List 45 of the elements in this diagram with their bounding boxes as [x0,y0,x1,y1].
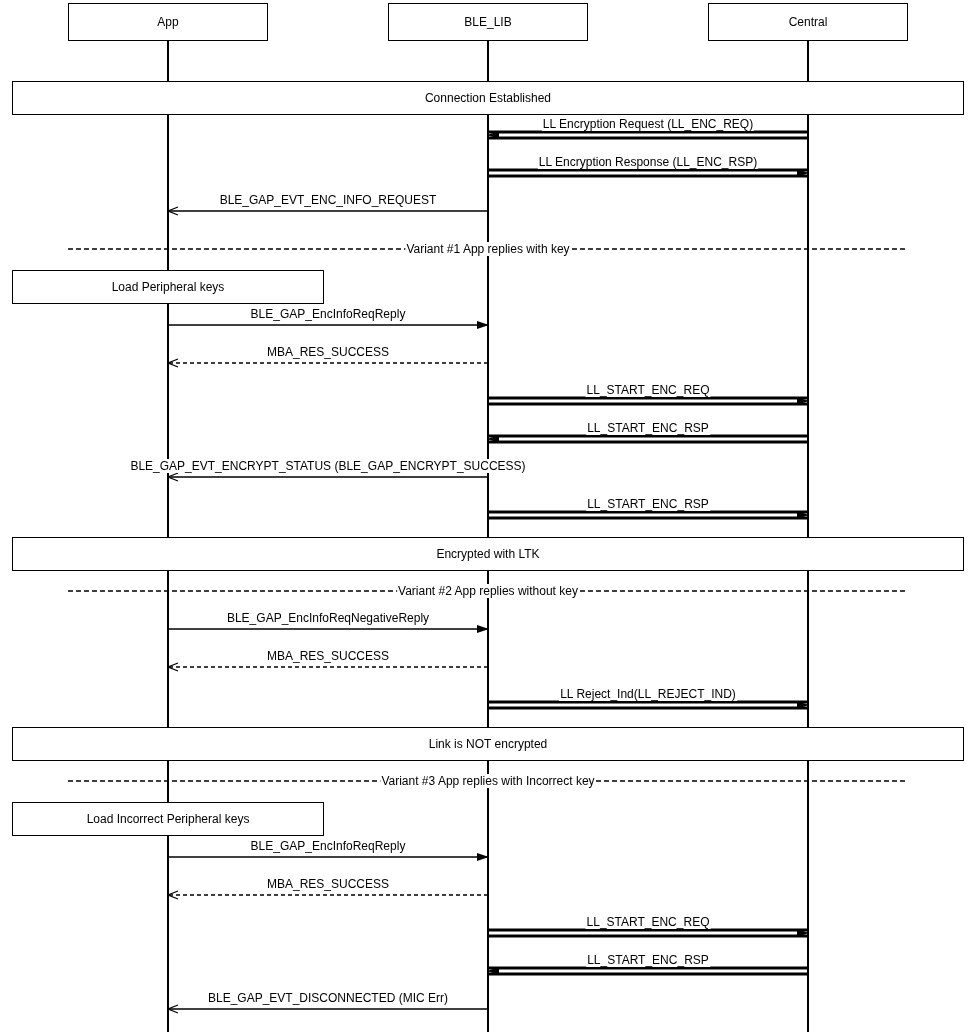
message-label: LL_START_ENC_RSP [586,953,710,967]
message-label: LL_START_ENC_REQ [585,915,711,929]
arrow [167,853,489,861]
arrow [486,700,810,710]
participant-box: BLE_LIB [388,3,588,41]
message-label: LL_START_ENC_REQ [585,383,711,397]
section-label: Variant #3 App replies with Incorrect key [380,774,596,788]
arrow [167,321,489,329]
message-label: BLE_GAP_EVT_DISCONNECTED (MIC Err) [207,991,449,1005]
arrow [167,1004,489,1014]
message-label: LL_START_ENC_RSP [586,497,710,511]
message-label: LL Encryption Request (LL_ENC_REQ) [541,117,755,131]
arrow [486,434,810,444]
message-label: BLE_GAP_EncInfoReqReply [249,839,407,853]
note-box: Load Peripheral keys [12,270,324,304]
arrow [486,396,810,406]
message-label: LL Reject_Ind(LL_REJECT_IND) [559,687,737,701]
arrow [167,662,489,672]
arrow [167,358,489,368]
participant-box: Central [708,3,908,41]
message-label: LL_START_ENC_RSP [586,421,710,435]
arrow [486,168,810,178]
arrow [486,966,810,976]
message-label: LL Encryption Response (LL_ENC_RSP) [537,155,759,169]
arrow [167,472,489,482]
message-label: BLE_GAP_EncInfoReqNegativeReply [225,611,431,625]
message-label: BLE_GAP_EVT_ENCRYPT_STATUS (BLE_GAP_ENCRYPT_SUCCESS) [129,459,527,473]
message-label: MBA_RES_SUCCESS [266,345,390,359]
state-box: Link is NOT encrypted [12,727,964,761]
state-box: Encrypted with LTK [12,537,964,571]
state-box: Connection Established [12,81,964,115]
arrow [167,625,489,633]
message-label: MBA_RES_SUCCESS [266,877,390,891]
message-label: MBA_RES_SUCCESS [266,649,390,663]
arrow [486,130,810,140]
note-box: Load Incorrect Peripheral keys [12,802,324,836]
arrow [167,206,489,216]
arrow [486,928,810,938]
message-label: BLE_GAP_EncInfoReqReply [249,307,407,321]
arrow [167,890,489,900]
section-label: Variant #2 App replies without key [397,584,579,598]
participant-box: App [68,3,268,41]
arrow [486,510,810,520]
message-label: BLE_GAP_EVT_ENC_INFO_REQUEST [218,193,438,207]
section-label: Variant #1 App replies with key [405,242,571,256]
